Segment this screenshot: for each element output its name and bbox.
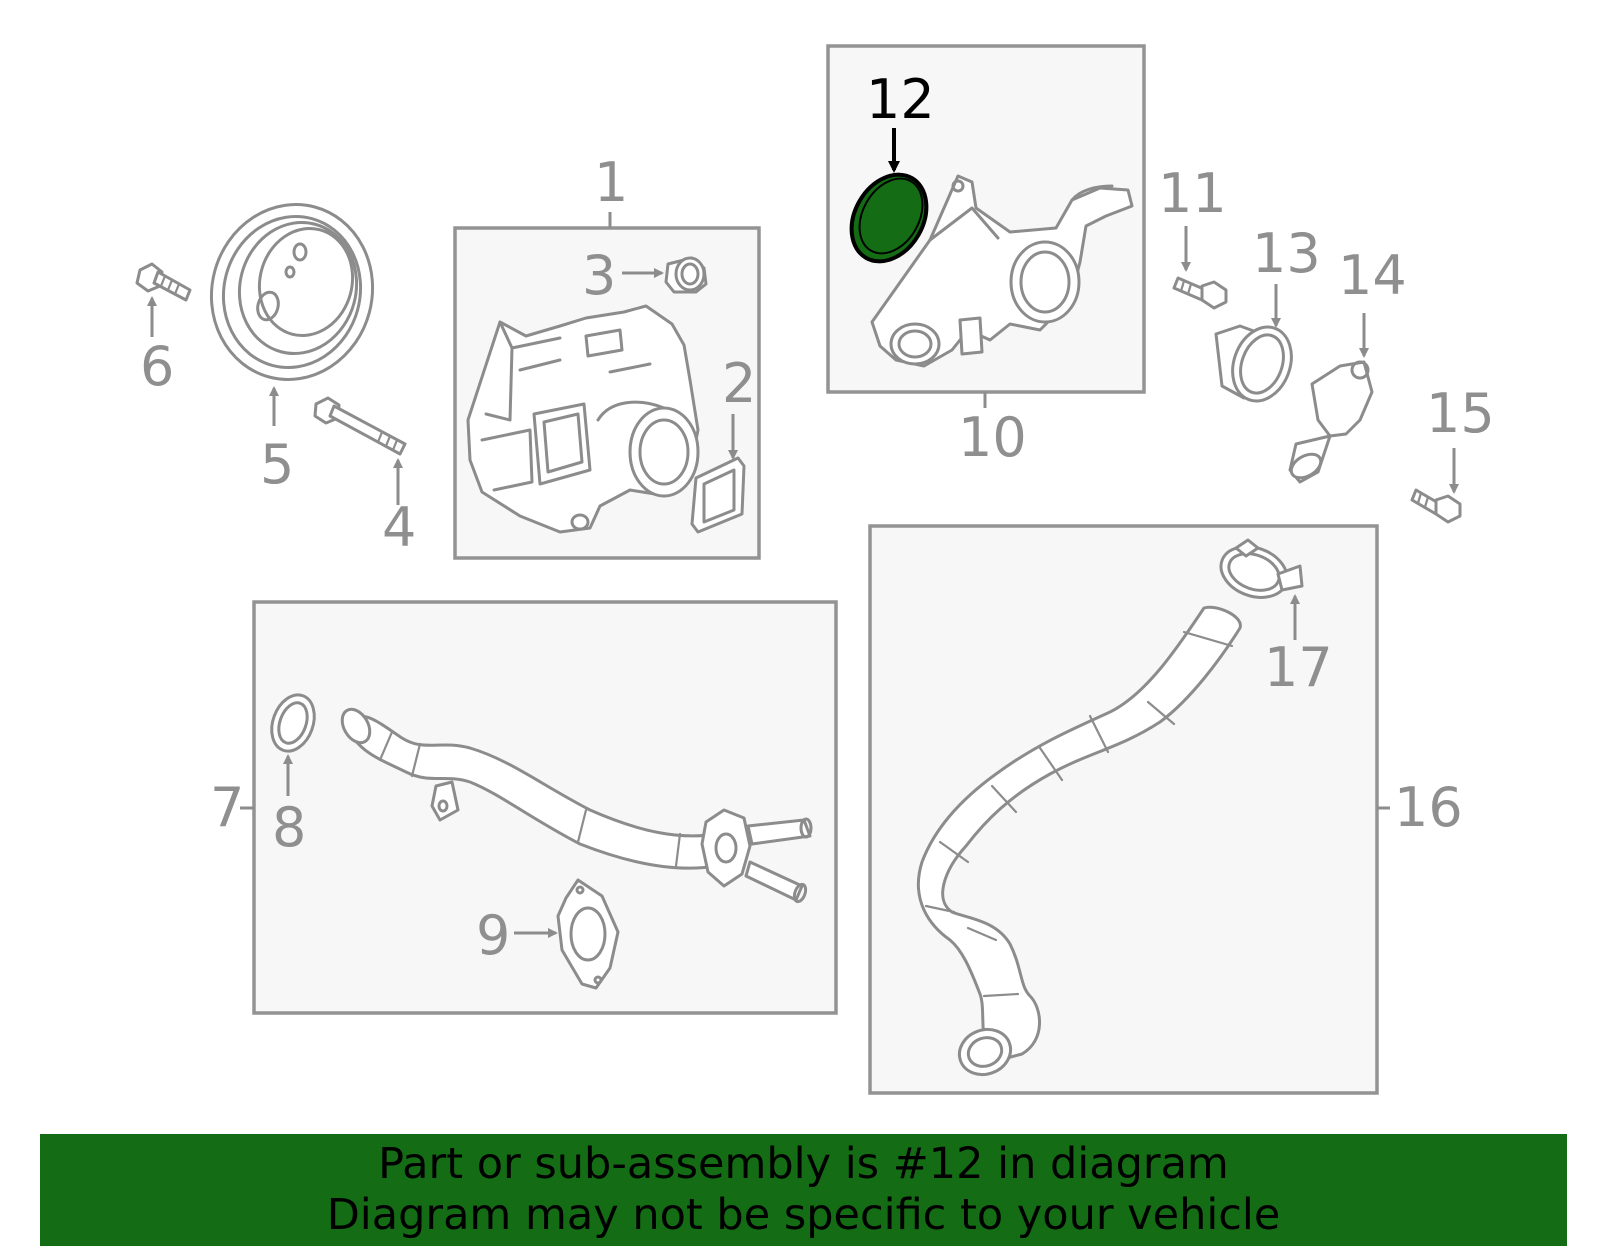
callout-14: 14 <box>1338 244 1407 307</box>
part-8-o-ring[interactable] <box>264 689 321 757</box>
part-9-gasket[interactable] <box>556 878 620 990</box>
banner-line-part-number: Part or sub-assembly is #12 in diagram <box>378 1139 1229 1189</box>
callout-15: 15 <box>1426 382 1495 445</box>
info-banner: Part or sub-assembly is #12 in diagram D… <box>40 1134 1567 1246</box>
part-13-thermostat[interactable] <box>1214 319 1301 410</box>
part-3-plug[interactable] <box>664 256 708 294</box>
part-14-outlet[interactable] <box>1287 360 1374 484</box>
group-box-16 <box>868 524 1379 1095</box>
callout-5: 5 <box>260 433 294 496</box>
banner-line-disclaimer: Diagram may not be specific to your vehi… <box>326 1190 1281 1240</box>
part-6-bolt[interactable] <box>135 262 192 302</box>
callout-8: 8 <box>272 796 306 859</box>
part-17-clamp[interactable] <box>1214 538 1304 606</box>
callout-11: 11 <box>1158 162 1227 225</box>
callout-6: 6 <box>140 335 174 398</box>
part-7-pipe-assembly[interactable] <box>337 704 813 904</box>
part-16-hose[interactable] <box>916 605 1242 1081</box>
callout-2: 2 <box>722 352 756 415</box>
callout-17: 17 <box>1264 636 1333 699</box>
callout-7: 7 <box>210 776 244 839</box>
callout-3: 3 <box>582 244 616 307</box>
callout-13: 13 <box>1252 222 1321 285</box>
part-15-bolt[interactable] <box>1410 488 1462 524</box>
callout-9: 9 <box>476 904 510 967</box>
part-10-thermostat-housing[interactable] <box>870 174 1134 368</box>
part-1-water-pump[interactable] <box>466 304 700 534</box>
callout-10: 10 <box>958 406 1027 469</box>
part-11-bolt[interactable] <box>1172 276 1228 310</box>
callout-12: 12 <box>866 68 935 131</box>
callout-1: 1 <box>594 151 628 214</box>
callout-4: 4 <box>382 496 416 559</box>
part-2-gasket[interactable] <box>690 456 746 534</box>
callout-16: 16 <box>1394 776 1463 839</box>
part-4-bolt[interactable] <box>313 396 407 456</box>
part-12-o-ring[interactable] <box>837 161 942 275</box>
part-5-pulley[interactable] <box>192 186 392 397</box>
